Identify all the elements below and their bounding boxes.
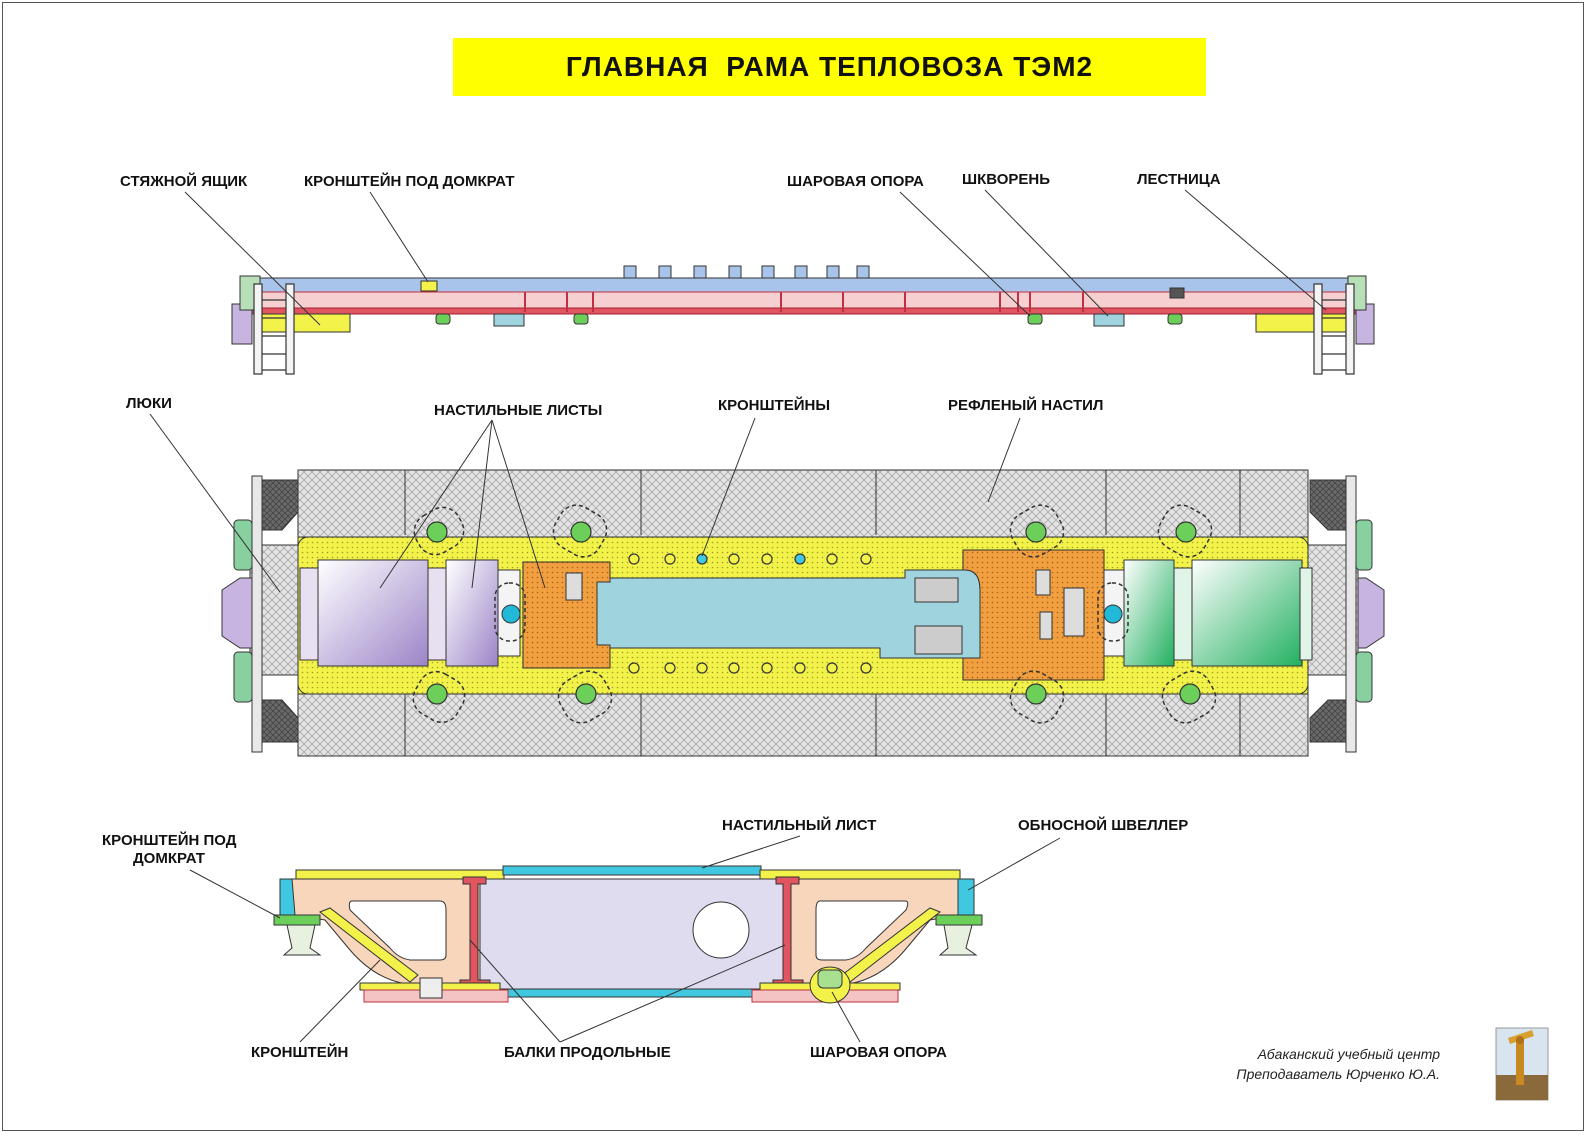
label-ball-support-section: ШАРОВАЯ ОПОРА (810, 1044, 947, 1061)
label-jack-bracket-line2: ДОМКРАТ (133, 850, 205, 867)
plan-kingpin-left (501, 604, 521, 624)
monument-logo-icon (1495, 1027, 1549, 1101)
side-tie-box-right (1255, 313, 1347, 333)
side-deck (243, 277, 1363, 293)
label-brackets: КРОНШТЕЙНЫ (718, 396, 830, 414)
plan-orange-pivot-left (522, 561, 611, 669)
label-jack-bracket-top: КРОНШТЕЙН ПОД ДОМКРАТ (304, 172, 515, 190)
side-kingpin-right (1093, 313, 1125, 327)
plan-orange-pivot-right (962, 549, 1105, 681)
plan-bracket-dots (628, 553, 872, 674)
plan-view (221, 469, 1385, 757)
label-floor-sheet: НАСТИЛЬНЫЙ ЛИСТ (722, 816, 876, 834)
plan-green-block-1 (1123, 559, 1175, 667)
plan-kingpin-right (1103, 604, 1123, 624)
section-jack-bracket-left (273, 914, 322, 956)
label-jack-bracket-line1: КРОНШТЕЙН ПОД (102, 831, 237, 849)
section-hole (692, 901, 750, 959)
label-ribbed-floor: РЕФЛЕНЫЙ НАСТИЛ (948, 396, 1103, 414)
plan-violet-block-1 (317, 559, 429, 667)
title-banner: ГЛАВНАЯ РАМА ТЕПЛОВОЗА ТЭМ2 (453, 38, 1206, 96)
side-frame-bottom-flange (249, 307, 1357, 315)
side-tie-box-left (259, 313, 351, 333)
section-bottom-sheet (501, 988, 759, 998)
label-tie-box: СТЯЖНОЙ ЯЩИК (120, 172, 248, 190)
label-side-channel: ОБНОСНОЙ ШВЕЛЛЕР (1018, 816, 1188, 834)
label-bracket: КРОНШТЕЙН (251, 1043, 348, 1061)
label-ball-support-top: ШАРОВАЯ ОПОРА (787, 173, 924, 190)
plan-green-block-2 (1191, 559, 1303, 667)
plan-hatch-br (1309, 699, 1347, 743)
plan-hatch-tl (261, 479, 299, 531)
label-ladder: ЛЕСТНИЦА (1137, 171, 1221, 188)
plan-violet-block-2 (445, 559, 499, 667)
credit-line2: Преподаватель Юрченко Ю.А. (1236, 1066, 1440, 1082)
section-top-sheet-center (502, 865, 762, 876)
cross-section (273, 865, 983, 1004)
section-side-channel-right (957, 878, 975, 916)
plan-green-bolts (412, 504, 1217, 724)
plan-hatch-tr (1309, 479, 1347, 531)
side-view (231, 265, 1375, 375)
label-kingpin: ШКВОРЕНЬ (962, 171, 1050, 188)
label-hatches: ЛЮКИ (126, 395, 172, 412)
side-kingpin-left (493, 313, 525, 327)
side-ladder-right (1313, 283, 1355, 375)
roof-bumps (623, 265, 870, 279)
plan-hatch-bl (261, 699, 299, 743)
label-floor-sheets: НАСТИЛЬНЫЕ ЛИСТЫ (434, 402, 602, 419)
credit-line1: Абаканский учебный центр (1257, 1046, 1440, 1062)
page-title: ГЛАВНАЯ РАМА ТЕПЛОВОЗА ТЭМ2 (565, 51, 1094, 82)
side-ladder-left (253, 283, 295, 375)
section-jack-bracket-right (935, 914, 983, 956)
label-longitudinal-beams: БАЛКИ ПРОДОЛЬНЫЕ (504, 1044, 671, 1061)
